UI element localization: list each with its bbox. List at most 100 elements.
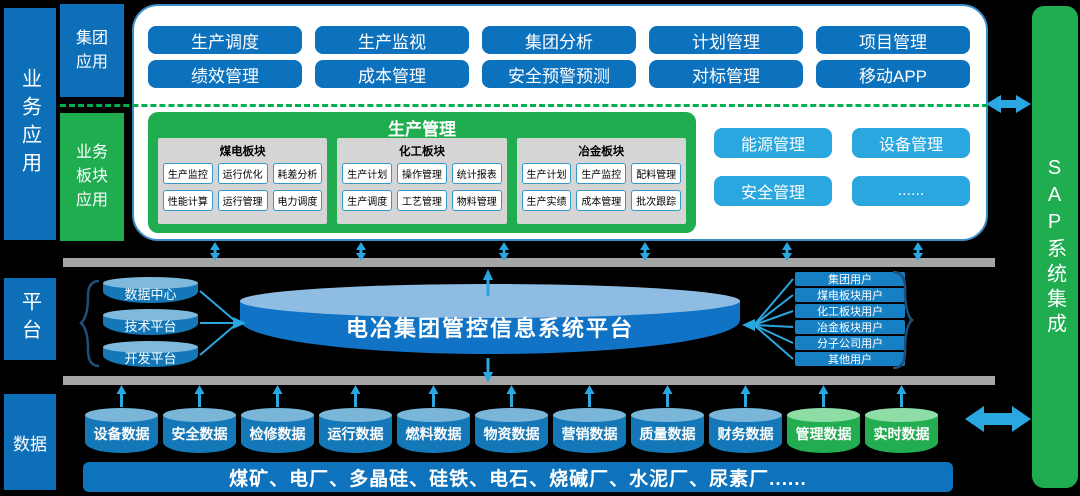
user-box-chemical: 化工板块用户 xyxy=(795,304,905,318)
data-cylinder-maintenance: 检修数据 xyxy=(241,408,314,453)
module-button: 运行优化 xyxy=(217,163,268,184)
user-box-metallurgy: 冶金板块用户 xyxy=(795,320,905,334)
cylinder-label: 财务数据 xyxy=(717,426,774,442)
sector-block-title: 化工板块 xyxy=(398,146,445,158)
sector-apps-label-box: 业务 板块 应用 xyxy=(60,113,124,241)
user-label: 集团用户 xyxy=(828,274,872,286)
user-label: 其他用户 xyxy=(828,354,872,366)
production-management-title: 生产管理 xyxy=(388,120,456,139)
arrowhead-icon xyxy=(742,319,755,331)
cylinder-label: 燃料数据 xyxy=(405,426,462,442)
dashed-separator xyxy=(60,104,988,107)
app-button: 生产监视 xyxy=(315,26,469,54)
equipment-management-button: 设备管理 xyxy=(852,128,970,158)
rail-business-applications: 业务应用 xyxy=(4,8,56,240)
group-apps-label: 集团 应用 xyxy=(75,29,108,71)
cylinder-label: 设备数据 xyxy=(93,426,150,442)
data-cylinder-operation: 运行数据 xyxy=(319,408,392,453)
data-cylinder-fuel: 燃料数据 xyxy=(397,408,470,453)
cylinder-label: 技术平台 xyxy=(124,318,177,334)
sector-block-title: 冶金板块 xyxy=(578,146,625,158)
core-platform-label: 电冶集团管控信息系统平台 xyxy=(345,316,634,341)
module-button: 生产监控 xyxy=(576,163,627,184)
rail-platform: 平台 xyxy=(4,278,56,360)
user-label: 化工板块用户 xyxy=(817,306,883,318)
app-button: 计划管理 xyxy=(649,26,803,54)
double-arrow-icon xyxy=(986,95,1031,113)
cylinder-label: 质量数据 xyxy=(639,426,696,442)
cylinder-to-disk-lines xyxy=(199,290,235,356)
app-button: 对标管理 xyxy=(649,60,803,88)
platform-cylinder-tech-platform: 技术平台 xyxy=(103,309,198,335)
module-button: 物料管理 xyxy=(451,190,502,211)
cylinder-label: 运行数据 xyxy=(327,426,384,442)
module-button: 生产调度 xyxy=(342,190,393,211)
user-box-other: 其他用户 xyxy=(795,352,905,366)
sap-integration-bar: SAP系统集成 xyxy=(1032,6,1078,488)
disk-to-users-lines xyxy=(753,278,794,360)
app-button: 绩效管理 xyxy=(148,60,302,88)
module-button: 统计报表 xyxy=(451,163,502,184)
plants-label: 煤矿、电厂、多晶硅、硅铁、电石、烧碱厂、水泥厂、尿素厂...... xyxy=(229,468,807,490)
module-button: 工艺管理 xyxy=(397,190,447,211)
data-cylinder-materials: 物资数据 xyxy=(475,408,548,453)
safety-management-button: 安全管理 xyxy=(714,176,832,206)
sap-integration-label: SAP系统集成 xyxy=(1043,156,1066,338)
rail-business-label: 业务应用 xyxy=(18,68,41,180)
app-button: 生产调度 xyxy=(148,26,302,54)
cylinder-label: 数据中心 xyxy=(124,286,177,302)
cylinder-label: 检修数据 xyxy=(249,426,306,442)
data-cylinder-quality: 质量数据 xyxy=(631,408,704,453)
left-brace-icon xyxy=(79,279,100,368)
app-button: 成本管理 xyxy=(315,60,469,88)
double-arrow-icon xyxy=(965,406,1031,432)
module-button: 配料管理 xyxy=(631,163,681,184)
sector-block-chemical: 化工板块 生产计划 操作管理 统计报表 生产调度 工艺管理 物料管理 xyxy=(337,138,507,224)
energy-management-button: 能源管理 xyxy=(714,128,832,158)
cylinder-label: 营销数据 xyxy=(561,426,618,442)
cylinder-label: 物资数据 xyxy=(483,426,540,442)
more-modules-button: ...... xyxy=(852,176,970,206)
plants-bar: 煤矿、电厂、多晶硅、硅铁、电石、烧碱厂、水泥厂、尿素厂...... xyxy=(83,462,953,492)
core-platform-disk: 电冶集团管控信息系统平台 xyxy=(240,284,740,354)
module-button: 批次跟踪 xyxy=(631,190,681,211)
user-label: 分子公司用户 xyxy=(817,338,883,350)
sector-blocks: 煤电板块 生产监控 运行优化 耗差分析 性能计算 运行管理 电力调度 化工板块 … xyxy=(158,138,686,224)
module-button: 操作管理 xyxy=(397,163,447,184)
divider-top xyxy=(63,258,995,267)
user-box-coal-power: 煤电板块用户 xyxy=(795,288,905,302)
module-button: 成本管理 xyxy=(576,190,627,211)
app-button: 移动APP xyxy=(816,60,970,88)
rail-data: 数据 xyxy=(4,394,56,490)
group-apps-label-box: 集团 应用 xyxy=(60,4,124,97)
user-label: 煤电板块用户 xyxy=(817,290,883,302)
user-label: 冶金板块用户 xyxy=(817,322,883,334)
cylinder-label: 实时数据 xyxy=(873,426,930,442)
module-button: 生产实绩 xyxy=(521,190,572,211)
sector-block-coal-power: 煤电板块 生产监控 运行优化 耗差分析 性能计算 运行管理 电力调度 xyxy=(158,138,328,224)
user-box-subsidiary: 分子公司用户 xyxy=(795,336,905,350)
app-button: 安全预警预测 xyxy=(482,60,636,88)
module-button: 生产计划 xyxy=(342,163,393,184)
module-button: 性能计算 xyxy=(163,190,213,211)
app-button: 项目管理 xyxy=(816,26,970,54)
data-cylinder-equipment: 设备数据 xyxy=(85,408,158,453)
divider-bottom xyxy=(63,376,995,385)
sector-block-title: 煤电板块 xyxy=(219,146,266,158)
module-button: 耗差分析 xyxy=(272,163,323,184)
cylinder-label: 安全数据 xyxy=(171,426,228,442)
production-management-panel: 生产管理 煤电板块 生产监控 运行优化 耗差分析 性能计算 运行管理 电力调度 … xyxy=(148,112,696,233)
data-cylinder-marketing: 营销数据 xyxy=(553,408,626,453)
sector-apps-label: 业务 板块 应用 xyxy=(75,144,108,209)
app-button: 集团分析 xyxy=(482,26,636,54)
group-apps-grid: 生产调度 生产监视 集团分析 计划管理 项目管理 绩效管理 成本管理 安全预警预… xyxy=(148,26,970,88)
module-button: 生产监控 xyxy=(163,163,213,184)
module-button: 电力调度 xyxy=(272,190,323,211)
data-cylinder-finance: 财务数据 xyxy=(709,408,782,453)
data-cylinder-realtime: 实时数据 xyxy=(865,408,938,453)
platform-cylinder-data-center: 数据中心 xyxy=(103,277,198,303)
data-cylinder-safety: 安全数据 xyxy=(163,408,236,453)
platform-cylinder-dev-platform: 开发平台 xyxy=(103,341,198,367)
module-button: 生产计划 xyxy=(521,163,572,184)
